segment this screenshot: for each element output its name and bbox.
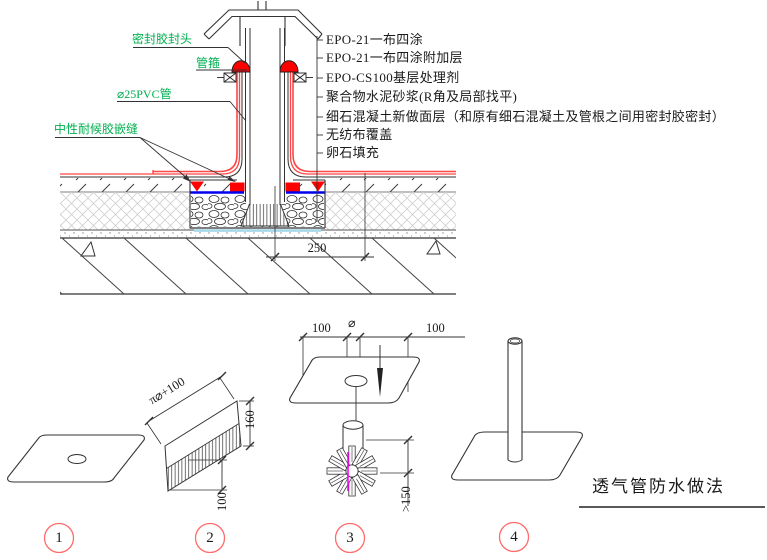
caulk-wedge-left (190, 181, 204, 192)
layer-callout-7: 卵石填充 (326, 145, 380, 160)
insert-arrow (377, 368, 383, 397)
rain-cap (203, 1, 323, 46)
layer-callout-bracket (316, 36, 323, 222)
membrane-left (60, 68, 243, 178)
badge-circle-4 (498, 521, 530, 553)
sealant-cap-right (279, 60, 299, 73)
callout-pvc-pipe: ⌀25PVC管 (117, 87, 172, 101)
dimension-250 (266, 173, 374, 262)
detail-fig2 (144, 371, 255, 495)
splayed-fringe-star (326, 445, 378, 497)
detail-number-2: 2 (206, 530, 214, 546)
collar-fringe (166, 423, 241, 491)
detail-number-4: 4 (510, 529, 518, 545)
drawing-title: 透气管防水做法 (592, 477, 725, 496)
layer-callout-5: 细石混凝土新做面层（和原有细石混凝土及管根之间用密封胶密封） (326, 109, 726, 124)
fig3-dim-left: 100 (312, 321, 331, 335)
callout-seal-cap: 密封胶封头 (132, 32, 193, 46)
sealant-block-right (285, 182, 300, 192)
layer-callout-3: EPO-CS100基层处理剂 (326, 70, 460, 85)
layer-callout-1: EPO-21一布四涂 (326, 32, 423, 47)
fig2-dim-height: 160 (243, 410, 257, 429)
layer-callout-2: EPO-21一布四涂附加层 (326, 50, 463, 65)
pipe-with-fringe (326, 420, 378, 497)
insulation-layer (60, 192, 456, 231)
pipe-clamp-left (217, 72, 237, 83)
dim-250: 250 (307, 241, 327, 255)
sealant-block-left (230, 182, 245, 192)
membrane-right (287, 68, 456, 178)
caulk-wedge-right (311, 181, 325, 192)
detail-number-3: 3 (346, 530, 354, 546)
base-plate (7, 434, 145, 483)
fig3-dim-right: 100 (426, 321, 445, 335)
section-drawing (55, 1, 456, 295)
leader-arrowhead (183, 174, 191, 182)
pipe-clamp-right (293, 72, 313, 83)
callout-caulk: 中性耐候胶嵌缝 (54, 122, 139, 136)
badge-circle-3 (334, 522, 366, 554)
vent-pipe (245, 28, 285, 205)
fig3-dim-diameter: ⌀ (348, 316, 356, 330)
fig3-depth-dimension (366, 435, 414, 506)
fig2-dimensions (144, 371, 255, 495)
fig3-dim-depth: >150 (399, 486, 413, 512)
callout-pipe-clamp: 管箍 (196, 56, 221, 70)
layer-callout-6: 无纺布覆盖 (326, 127, 393, 142)
layer-callout-4: 聚合物水泥砂浆(R角及局部找平) (326, 89, 518, 104)
fig2-dim-fringe: 100 (215, 492, 229, 511)
detail-fig3 (289, 332, 465, 506)
callout-leaders-left (55, 47, 247, 182)
structural-slab (60, 237, 456, 295)
plate-hole (67, 454, 87, 464)
base-plate (289, 356, 420, 404)
leveling-layer (60, 230, 456, 238)
detail-number-1: 1 (55, 530, 63, 546)
badge-circle-2 (194, 522, 226, 554)
leader-arrowhead (227, 176, 236, 182)
concrete-symbol-left (80, 240, 96, 257)
detail-fig4 (451, 337, 583, 481)
detail-fig1 (7, 434, 145, 483)
pipe-frayed-end (240, 202, 290, 227)
badge-circle-1 (43, 522, 75, 554)
concrete-symbol-right (426, 239, 441, 255)
vent-pipe-assembled (507, 337, 523, 463)
